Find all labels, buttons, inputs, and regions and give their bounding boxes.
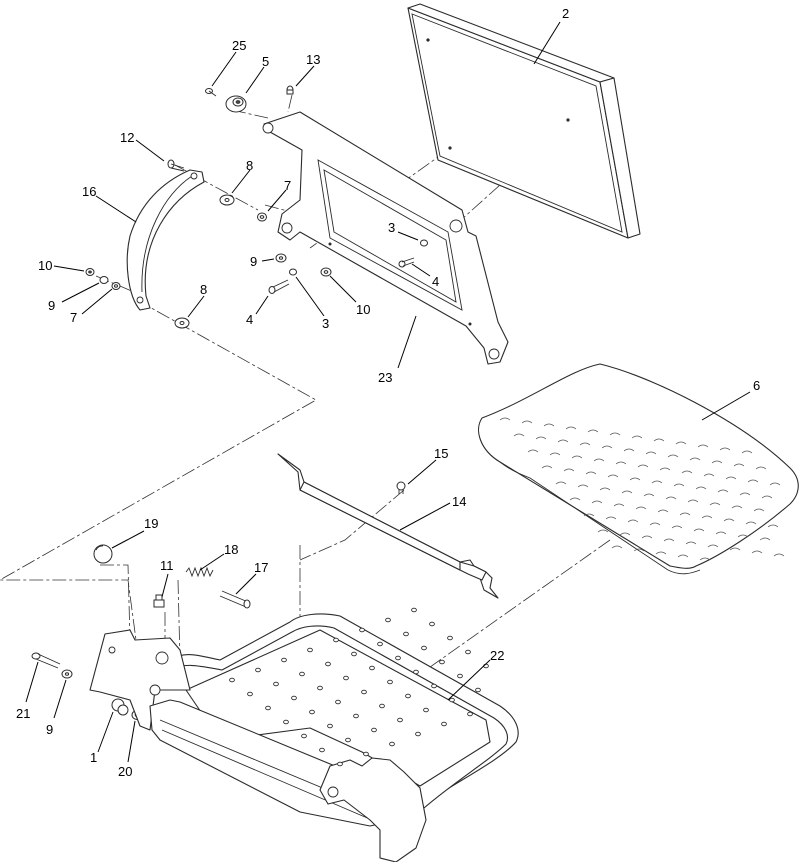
knob-19 [93,544,113,564]
bolt-15 [396,481,406,494]
callout-13: 13 [306,52,320,67]
callout-20: 20 [118,764,132,779]
callout-9: 9 [250,254,257,269]
callout-4: 4 [432,274,439,289]
channel-bracket [277,453,499,599]
seat-bracket [262,111,509,365]
callout-22: 22 [490,648,504,663]
arc-bracket [126,169,205,311]
leader-lines [25,21,751,763]
nut-10-middle [320,267,332,277]
callout-3: 3 [388,220,395,235]
tread-mat [478,363,799,575]
bolt-4-right [398,257,415,268]
callout-7: 7 [70,310,77,325]
callout-25: 25 [232,38,246,53]
callout-10: 10 [38,258,52,273]
floor-holes [229,607,489,767]
footrest-frame [89,607,519,862]
washer-8-top [219,194,235,206]
washer-8-bottom [174,317,190,329]
washer-9-left [99,276,109,284]
bolt-21 [31,652,61,669]
washer-3-right [420,239,428,247]
callout-8: 8 [246,158,253,173]
callout-16: 16 [82,184,96,199]
callout-14: 14 [452,494,466,509]
callout-18: 18 [224,542,238,557]
callout-15: 15 [434,446,448,461]
callout-1: 1 [90,750,97,765]
callout-11: 11 [160,558,174,573]
callout-5: 5 [262,54,269,69]
callout-21: 21 [16,706,30,721]
nut-7-left [111,282,121,290]
callout-19: 19 [144,516,158,531]
pin-17 [219,590,251,609]
washer-3-middle [289,268,297,276]
callouts: 1 2 3 3 4 4 5 6 7 7 8 8 9 9 9 10 10 11 1… [16,6,760,779]
tread-pattern [499,417,785,561]
callout-9: 9 [46,722,53,737]
spring-18 [185,566,214,578]
callout-2: 2 [562,6,569,21]
callout-7: 7 [284,178,291,193]
callout-4: 4 [246,312,253,327]
washer-9-middle [275,253,287,263]
bolt-13 [286,85,294,95]
nut-7-top [257,212,267,222]
callout-17: 17 [254,560,268,575]
bumper-11 [153,594,165,608]
callout-9: 9 [48,298,55,313]
nut-10-left [85,268,95,276]
bolt-25 [205,88,217,97]
bushing-5 [225,95,247,113]
bolt-4-middle [268,279,290,294]
bolt-12 [167,159,185,172]
callout-23: 23 [378,370,392,385]
callout-8: 8 [200,282,207,297]
bushing-1 [111,698,129,716]
washer-9-bottom [61,669,73,679]
callout-10: 10 [356,302,370,317]
callout-3: 3 [322,316,329,331]
callout-6: 6 [753,378,760,393]
seat-cushion [407,3,641,239]
callout-12: 12 [120,130,134,145]
